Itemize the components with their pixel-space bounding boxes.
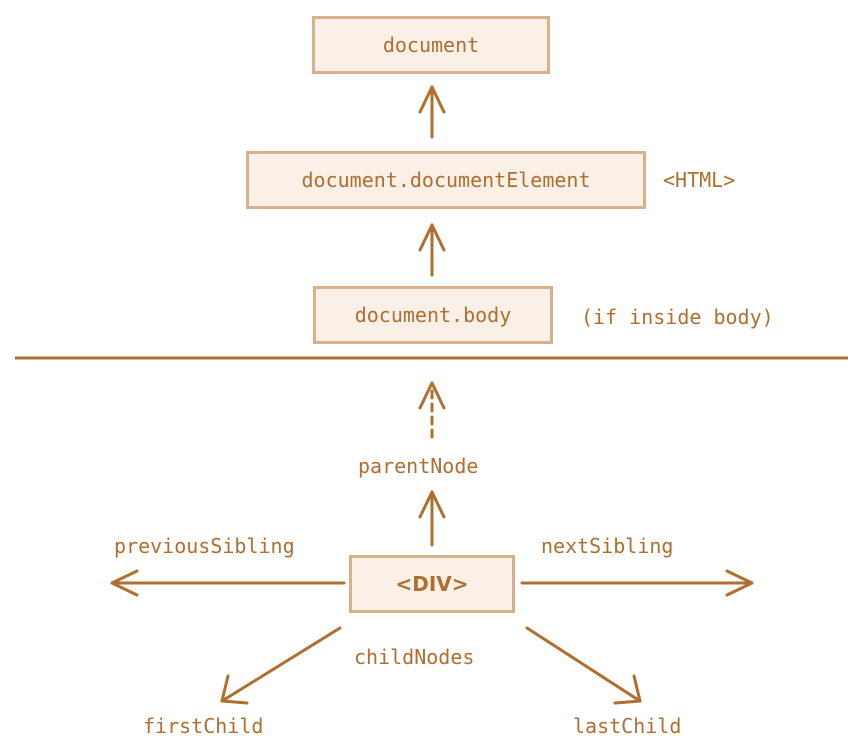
arrow-body-to-documentelement: [418, 223, 446, 277]
last-child-label: lastChild: [573, 714, 682, 738]
arrow-dashed-up: [418, 381, 446, 439]
arrow-documentelement-to-document: [418, 85, 446, 139]
child-nodes-label: childNodes: [354, 645, 475, 669]
html-annotation: <HTML>: [663, 168, 736, 192]
document-box: document: [312, 16, 550, 74]
document-element-box: document.documentElement: [246, 151, 646, 209]
div-box: <DIV>: [349, 555, 515, 613]
document-body-box: document.body: [313, 286, 553, 344]
arrow-lastchild: [525, 626, 642, 705]
if-inside-body-annotation: (if inside body): [581, 305, 774, 329]
document-label: document: [382, 33, 480, 57]
arrow-parentnode: [418, 490, 446, 547]
arrow-firstchild: [220, 626, 342, 705]
previous-sibling-label: previousSibling: [114, 534, 295, 558]
first-child-label: firstChild: [143, 714, 264, 738]
arrow-nextsibling: [520, 569, 754, 597]
document-element-label: document.documentElement: [301, 168, 591, 192]
div-label: <DIV>: [395, 572, 469, 596]
next-sibling-label: nextSibling: [541, 534, 674, 558]
parent-node-label: parentNode: [358, 454, 479, 478]
arrow-previoussibling: [110, 569, 346, 597]
document-body-label: document.body: [354, 303, 512, 327]
